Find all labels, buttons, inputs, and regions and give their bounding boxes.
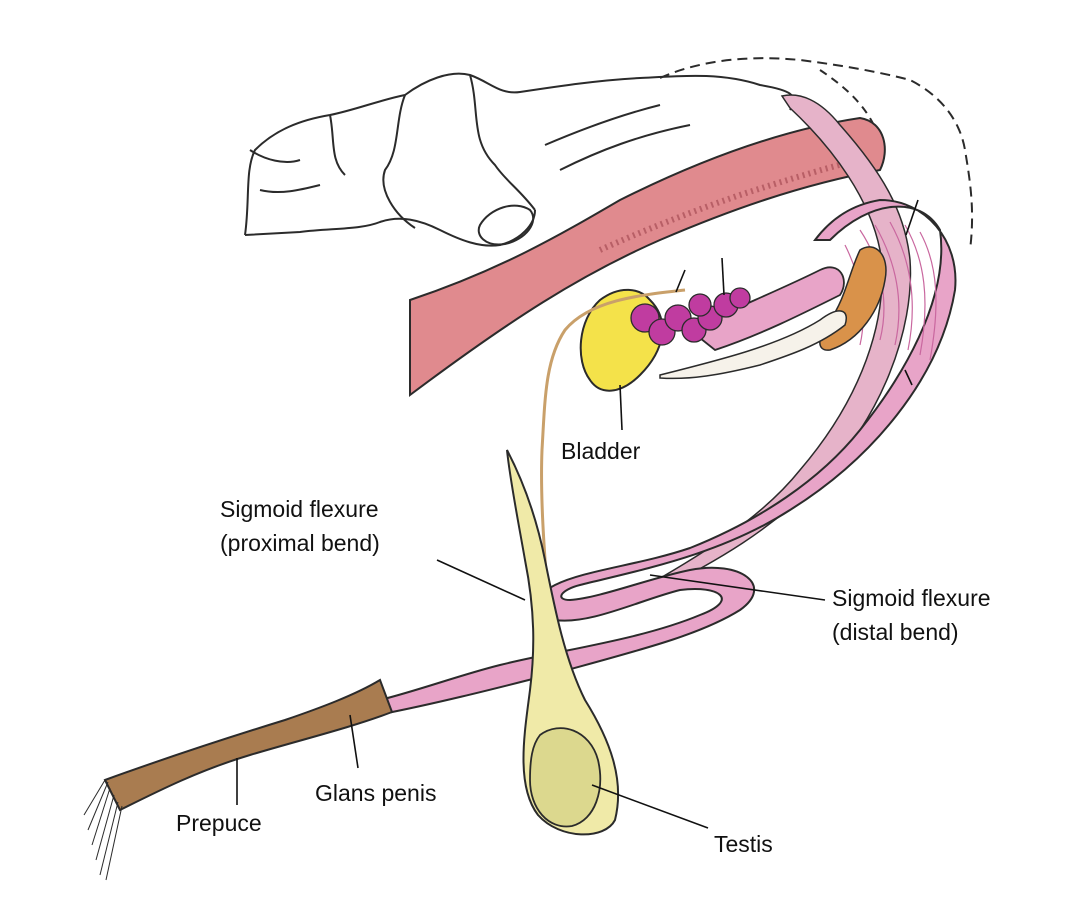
leader-lines — [236, 199, 919, 829]
bulbospongiosus-striations — [844, 221, 937, 361]
label-testis: Testis — [714, 831, 773, 857]
prepuce — [103, 678, 394, 812]
preputial-hairs — [83, 779, 123, 881]
leader-retractor-2 — [904, 369, 913, 386]
label-bladder: Bladder — [561, 438, 641, 464]
testis — [529, 727, 602, 828]
vesicular-gland — [630, 287, 751, 346]
label-glans-penis: Glans penis — [315, 780, 437, 806]
pelvic-floor-bone — [659, 310, 847, 380]
leader-bladder — [619, 384, 623, 431]
leader-proximal — [436, 559, 526, 601]
ductus-deferens — [540, 288, 686, 601]
rectum-folds — [598, 159, 851, 253]
label-sigmoid-proximal: Sigmoid flexure (proximal bend) — [220, 496, 380, 556]
leader-distal — [649, 574, 826, 601]
leader-vesicular-2 — [721, 257, 725, 296]
spermatic-cord — [506, 449, 620, 836]
label-prepuce: Prepuce — [176, 810, 262, 836]
leader-testis — [591, 784, 709, 829]
rectum — [409, 116, 886, 397]
leader-vesicular-1 — [675, 269, 686, 293]
leader-retractor-1 — [905, 199, 919, 236]
label-sigmoid-distal: Sigmoid flexure (distal bend) — [832, 585, 991, 645]
leader-glans — [349, 714, 359, 769]
